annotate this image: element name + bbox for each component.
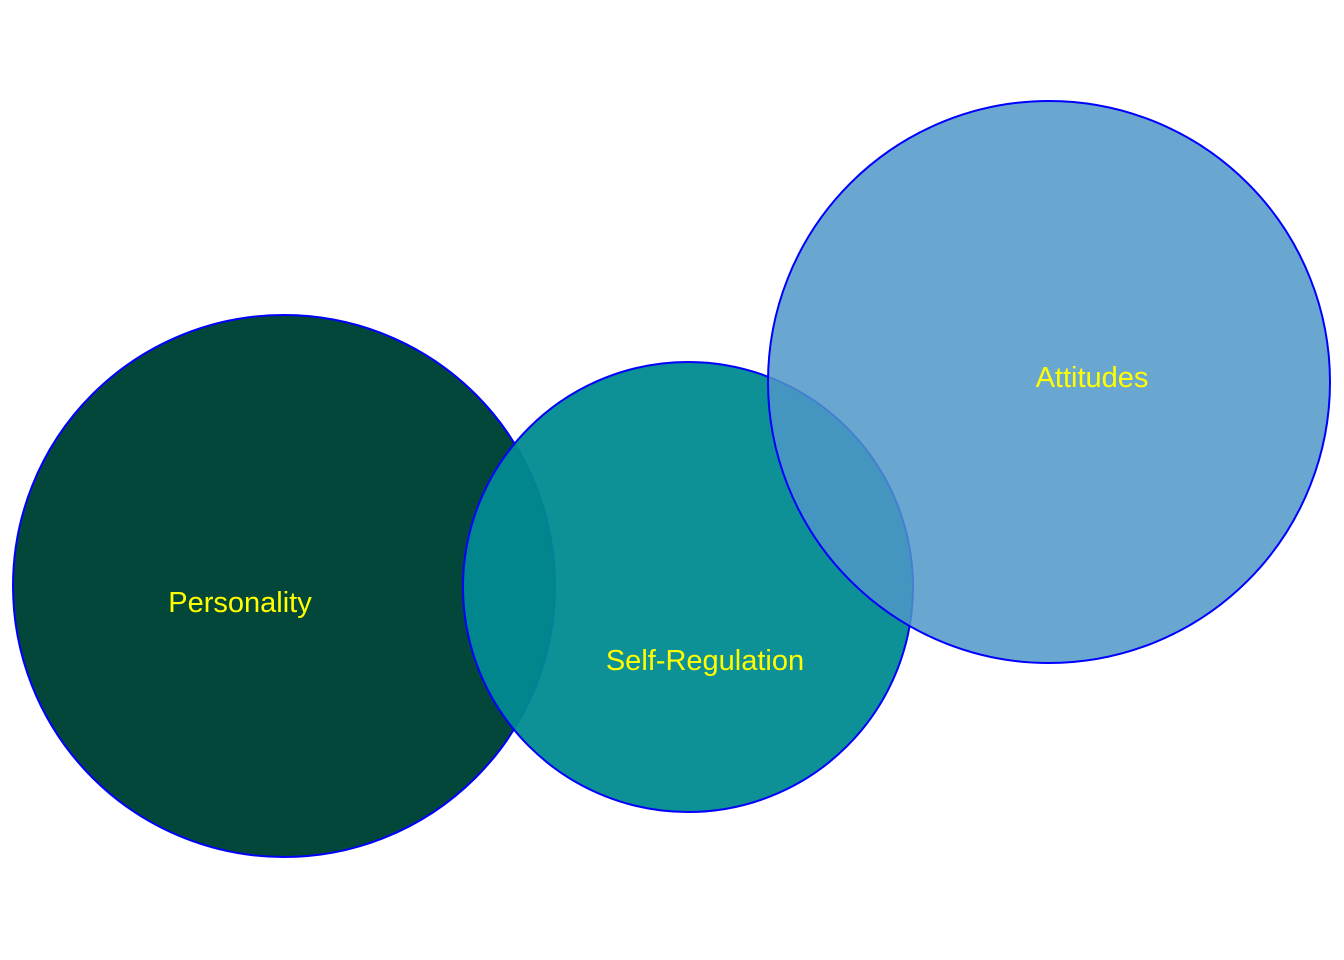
set-circle-attitudes bbox=[767, 100, 1331, 664]
venn-set-attitudes bbox=[767, 100, 1331, 664]
set-label-attitudes: Attitudes bbox=[1036, 362, 1149, 394]
set-label-personality: Personality bbox=[168, 587, 312, 619]
set-label-self-regulation: Self-Regulation bbox=[606, 645, 804, 677]
